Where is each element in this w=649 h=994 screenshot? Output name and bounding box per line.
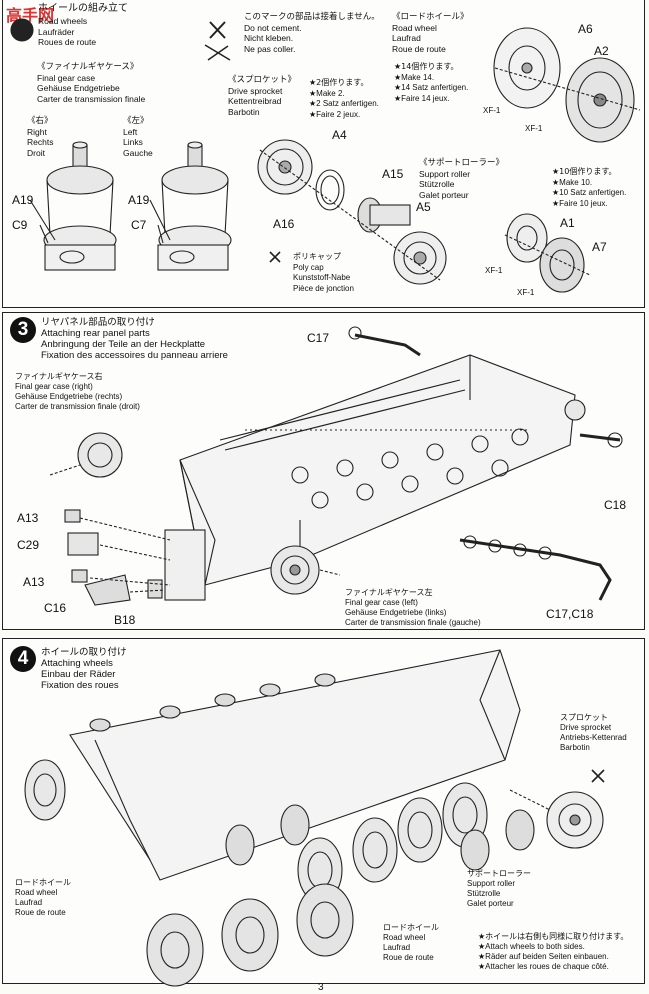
part-label-xf1b: XF-1 [525, 124, 543, 133]
part-label-c17: C17 [307, 331, 330, 345]
attach-both-sides-note: ★ホイールは右側も同様に取り付けます。★Attach wheels to bot… [478, 932, 629, 971]
support-roller-qty: ★10個作ります。★Make 10.★10 Satz anfertigen.★F… [552, 167, 627, 208]
part-label-a5: A5 [416, 200, 431, 214]
part-label-xf1c: XF-1 [485, 266, 503, 275]
part-label-a19-right: A19 [12, 193, 34, 207]
sprocket-qty: ★2個作ります。★Make 2.★2 Satz anfertigen.★Fair… [309, 78, 379, 119]
part-label-a15: A15 [382, 167, 404, 181]
part-label-a1: A1 [560, 216, 575, 230]
part-label-a7: A7 [592, 240, 607, 254]
part-label-a6: A6 [578, 22, 593, 36]
part-label-a13a: A13 [17, 511, 39, 525]
part-label-c16: C16 [44, 601, 67, 615]
part-label-a13b: A13 [23, 575, 45, 589]
part-label-c29: C29 [17, 538, 40, 552]
road-wheel-qty: ★14個作ります。★Make 14.★14 Satz anfertigen.★F… [394, 62, 469, 103]
part-label-a16: A16 [273, 217, 295, 231]
part-label-xf1a: XF-1 [483, 106, 501, 115]
page-number: 3 [318, 982, 324, 993]
no-cement-label: このマークの部品は接着しません。Do not cement.Nicht kleb… [244, 12, 380, 54]
part-label-b18: B18 [114, 613, 136, 627]
part-label-a4: A4 [332, 128, 347, 142]
step2-heading-jp: ホイールの組み立て [38, 3, 128, 14]
part-label-a2: A2 [594, 44, 609, 58]
part-label-a19-left: A19 [128, 193, 150, 207]
part-label-xf1d: XF-1 [517, 288, 535, 297]
part-label-c17c18: C17,C18 [546, 607, 594, 621]
step4-number: 4 [10, 646, 36, 672]
step3-number: 3 [10, 317, 36, 343]
part-label-c7: C7 [131, 218, 147, 232]
part-label-c18: C18 [604, 498, 627, 512]
part-label-c9: C9 [12, 218, 28, 232]
